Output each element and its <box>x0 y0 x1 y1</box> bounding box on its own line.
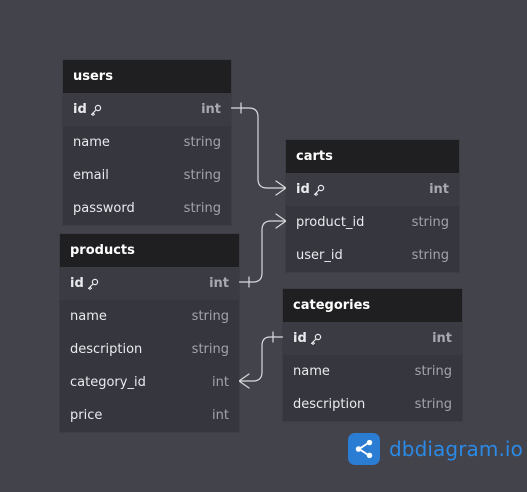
table-categories[interactable]: categories id int name string descriptio… <box>283 289 462 421</box>
field-type: int <box>432 331 452 346</box>
table-carts[interactable]: carts id int product_id string user_id s… <box>286 140 459 272</box>
key-icon <box>90 104 101 116</box>
field-type: string <box>411 215 449 230</box>
logo-text: dbdiagram.io <box>389 437 523 461</box>
table-row[interactable]: user_id string <box>286 239 459 272</box>
field-type: string <box>191 342 229 357</box>
field-name: id <box>73 102 102 117</box>
field-name: name <box>70 309 107 324</box>
field-type: string <box>414 364 452 379</box>
field-type: string <box>414 397 452 412</box>
users-carts-relation <box>230 102 287 196</box>
table-row[interactable]: id int <box>63 93 231 126</box>
table-row[interactable]: price int <box>60 399 239 432</box>
key-icon <box>310 333 321 345</box>
table-row[interactable]: description string <box>60 333 239 366</box>
table-row[interactable]: name string <box>63 126 231 159</box>
table-users-header[interactable]: users <box>63 60 231 93</box>
products-carts-relation <box>238 213 287 288</box>
field-name: price <box>70 408 103 423</box>
categories-products-relation <box>238 331 284 389</box>
field-type: string <box>183 168 221 183</box>
field-name: description <box>70 342 143 357</box>
logo-brand: dbdiagram <box>389 437 499 461</box>
field-type: string <box>191 309 229 324</box>
key-icon <box>87 278 98 290</box>
field-name: name <box>73 135 110 150</box>
table-row[interactable]: email string <box>63 159 231 192</box>
field-name: description <box>293 397 366 412</box>
logo-suffix: .io <box>498 437 523 461</box>
table-row[interactable]: id int <box>286 173 459 206</box>
field-type: string <box>183 135 221 150</box>
field-name: id <box>70 276 99 291</box>
field-name: category_id <box>70 375 146 390</box>
field-name: name <box>293 364 330 379</box>
table-row[interactable]: name string <box>283 355 462 388</box>
table-categories-header[interactable]: categories <box>283 289 462 322</box>
table-row[interactable]: description string <box>283 388 462 421</box>
field-type: int <box>429 182 449 197</box>
table-users[interactable]: users id int name string email string pa… <box>63 60 231 225</box>
table-products-header[interactable]: products <box>60 234 239 267</box>
table-row[interactable]: id int <box>60 267 239 300</box>
field-name-text: id <box>70 276 84 291</box>
field-name-text: id <box>296 182 310 197</box>
table-products[interactable]: products id int name string description … <box>60 234 239 432</box>
table-carts-header[interactable]: carts <box>286 140 459 173</box>
field-name-text: id <box>293 331 307 346</box>
field-type: int <box>212 408 229 423</box>
field-type: string <box>411 248 449 263</box>
field-type: string <box>183 201 221 216</box>
table-row[interactable]: password string <box>63 192 231 225</box>
field-name: email <box>73 168 109 183</box>
share-nodes-icon <box>348 433 380 465</box>
table-row[interactable]: name string <box>60 300 239 333</box>
field-type: int <box>212 375 229 390</box>
field-name: product_id <box>296 215 365 230</box>
field-type: int <box>201 102 221 117</box>
field-name: user_id <box>296 248 343 263</box>
table-row[interactable]: category_id int <box>60 366 239 399</box>
table-row[interactable]: id int <box>283 322 462 355</box>
table-row[interactable]: product_id string <box>286 206 459 239</box>
field-name: password <box>73 201 135 216</box>
field-name: id <box>293 331 322 346</box>
field-type: int <box>209 276 229 291</box>
field-name-text: id <box>73 102 87 117</box>
field-name: id <box>296 182 325 197</box>
dbdiagram-logo: dbdiagram.io <box>348 433 523 465</box>
key-icon <box>313 184 324 196</box>
